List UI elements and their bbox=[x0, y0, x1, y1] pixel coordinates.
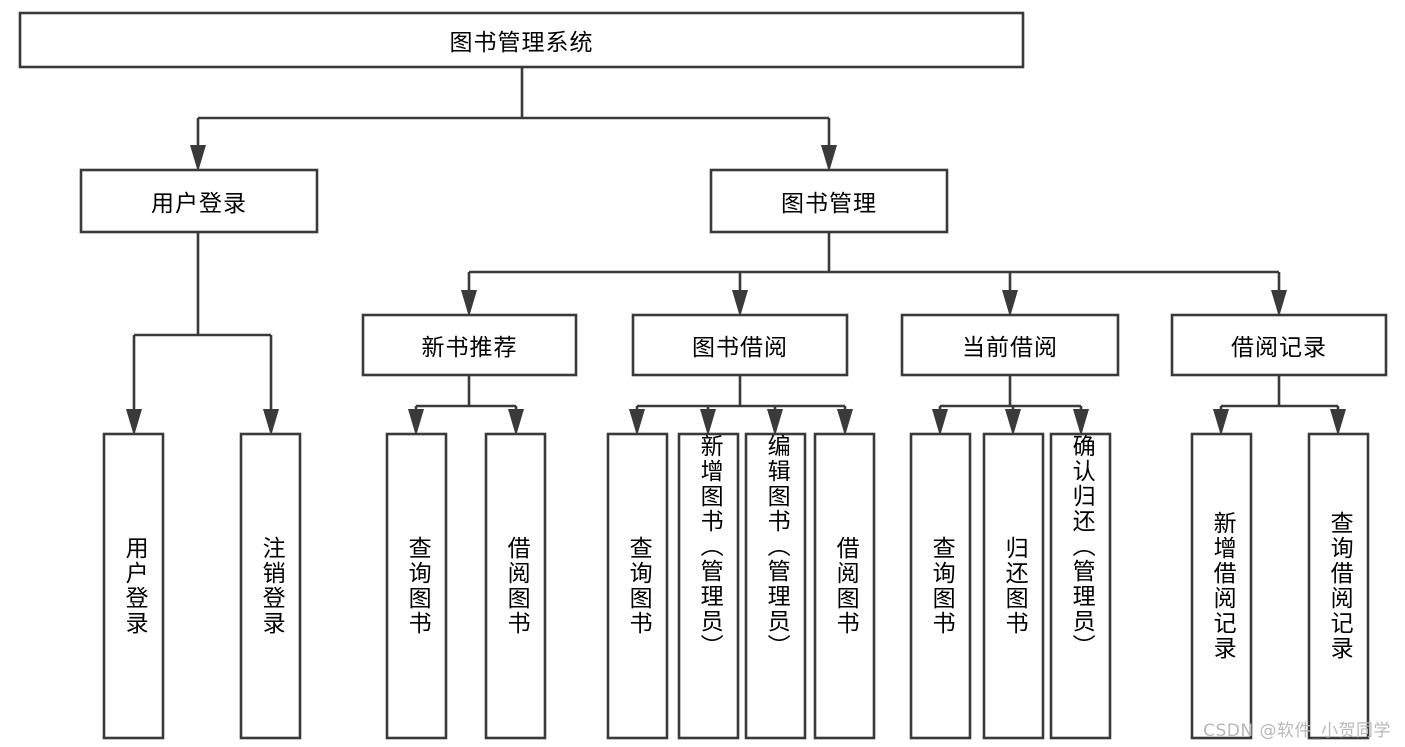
arrow-head-leaf-borrow-book-2 bbox=[837, 409, 853, 436]
arrow-head-new-book-recommend bbox=[461, 290, 477, 317]
node-box-borrow-record[interactable] bbox=[1170, 313, 1388, 377]
node-box-book-borrow[interactable] bbox=[631, 313, 849, 377]
node-box-leaf-user-login[interactable] bbox=[102, 432, 165, 740]
connector-group-user-login-to-leaves bbox=[126, 232, 279, 436]
connector-group-new-book-recommend-to-leaves bbox=[408, 375, 524, 436]
arrow-head-leaf-user-login bbox=[126, 409, 142, 436]
arrow-head-leaf-confirm-return bbox=[1073, 409, 1089, 436]
node-box-leaf-add-book-admin[interactable] bbox=[677, 432, 740, 740]
node-box-book-manage[interactable] bbox=[709, 168, 949, 234]
node-box-leaf-query-book-3[interactable] bbox=[909, 432, 972, 740]
node-box-leaf-user-logout[interactable] bbox=[239, 432, 302, 740]
node-box-leaf-confirm-return[interactable] bbox=[1049, 432, 1112, 740]
connector-group-borrow-record-to-leaves bbox=[1213, 375, 1346, 436]
arrow-head-leaf-edit-book-admin bbox=[767, 409, 783, 436]
node-box-leaf-return-book[interactable] bbox=[982, 432, 1045, 740]
node-box-leaf-query-borrow-record[interactable] bbox=[1307, 432, 1370, 740]
arrow-head-leaf-borrow-book-1 bbox=[508, 409, 524, 436]
arrow-head-borrow-record bbox=[1271, 290, 1287, 317]
node-box-root[interactable] bbox=[18, 11, 1025, 69]
node-box-new-book-recommend[interactable] bbox=[361, 313, 578, 377]
node-box-leaf-borrow-book-1[interactable] bbox=[484, 432, 547, 740]
arrow-head-leaf-query-book-1 bbox=[408, 409, 424, 436]
arrow-head-current-borrow bbox=[1002, 290, 1018, 317]
connector-group-root-to-level1 bbox=[190, 67, 837, 172]
arrow-head-leaf-query-book-2 bbox=[629, 409, 645, 436]
arrow-head-book-borrow bbox=[732, 290, 748, 317]
csdn-watermark: CSDN @软件_小贺同学 bbox=[1203, 721, 1391, 741]
connector-group-book-borrow-to-leaves bbox=[629, 375, 853, 436]
connector-group-current-borrow-to-leaves bbox=[932, 375, 1089, 436]
arrow-head-leaf-query-borrow-record bbox=[1330, 409, 1346, 436]
node-box-user-login[interactable] bbox=[79, 168, 319, 234]
arrow-head-leaf-add-book-admin bbox=[700, 409, 716, 436]
node-box-leaf-query-book-1[interactable] bbox=[385, 432, 448, 740]
node-box-leaf-add-borrow-record[interactable] bbox=[1190, 432, 1253, 740]
arrow-head-leaf-add-borrow-record bbox=[1213, 409, 1229, 436]
arrow-head-user-login bbox=[190, 145, 206, 172]
arrow-head-leaf-return-book bbox=[1005, 409, 1021, 436]
node-box-leaf-borrow-book-2[interactable] bbox=[813, 432, 876, 740]
node-box-leaf-edit-book-admin[interactable] bbox=[744, 432, 807, 740]
connector-group-book-manage-to-level2 bbox=[461, 232, 1287, 317]
node-box-leaf-query-book-2[interactable] bbox=[606, 432, 669, 740]
arrow-head-leaf-query-book-3 bbox=[932, 409, 948, 436]
node-box-current-borrow[interactable] bbox=[900, 313, 1120, 377]
arrow-head-book-manage bbox=[821, 145, 837, 172]
arrow-head-leaf-user-logout bbox=[263, 409, 279, 436]
